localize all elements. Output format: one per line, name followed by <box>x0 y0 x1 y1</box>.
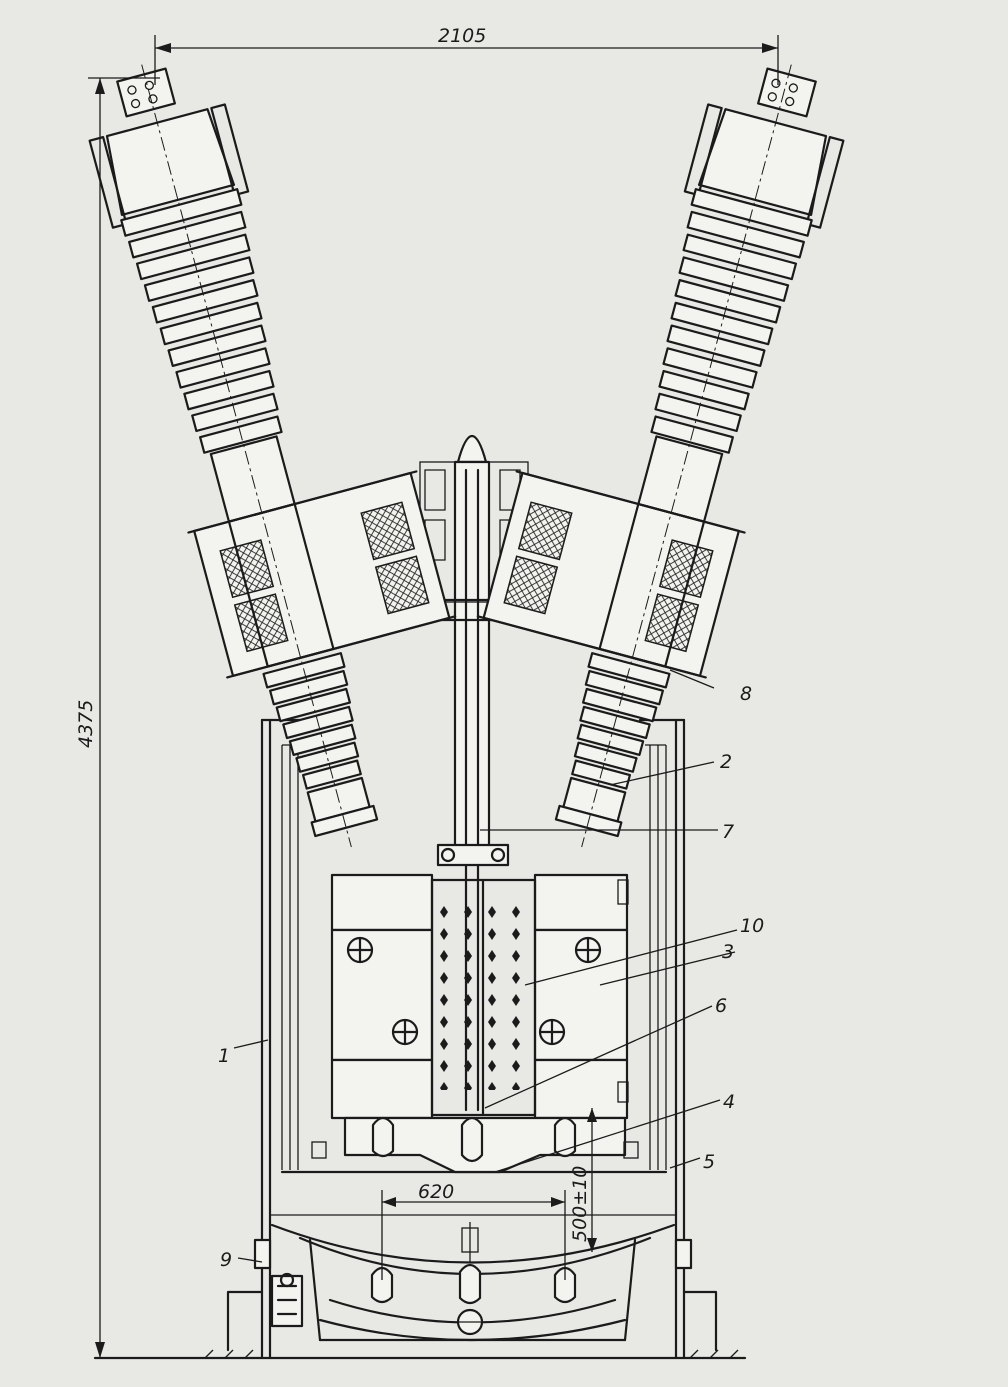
callout-2: 2 <box>720 751 732 773</box>
dim-620-label: 620 <box>418 1181 454 1203</box>
callout-8: 8 <box>740 683 752 705</box>
dim-gap-label: 500±10 <box>569 1166 591 1242</box>
callout-3: 3 <box>722 941 734 963</box>
ground-base <box>93 1290 747 1360</box>
dimension-620 <box>381 1190 566 1280</box>
callout-5: 5 <box>703 1151 715 1173</box>
callout-6: 6 <box>715 995 727 1017</box>
callout-9: 9 <box>220 1249 232 1271</box>
dim-width-label: 2105 <box>438 25 486 47</box>
core-assembly <box>311 873 639 1174</box>
tank <box>253 718 693 1360</box>
drive-mechanism <box>270 1272 304 1328</box>
dimension-height <box>88 77 160 1358</box>
dim-height-label: 4375 <box>75 700 97 748</box>
bottom-bowl <box>270 1222 676 1342</box>
callout-7: 7 <box>722 821 734 843</box>
dimension-gap <box>587 1108 597 1252</box>
callout-10: 10 <box>740 915 764 937</box>
right-bushing <box>476 64 845 848</box>
callout-4: 4 <box>723 1091 735 1113</box>
dimension-width <box>154 35 779 85</box>
callout-leaders <box>233 669 738 1263</box>
callout-1: 1 <box>218 1045 230 1067</box>
left-bushing <box>88 64 457 848</box>
